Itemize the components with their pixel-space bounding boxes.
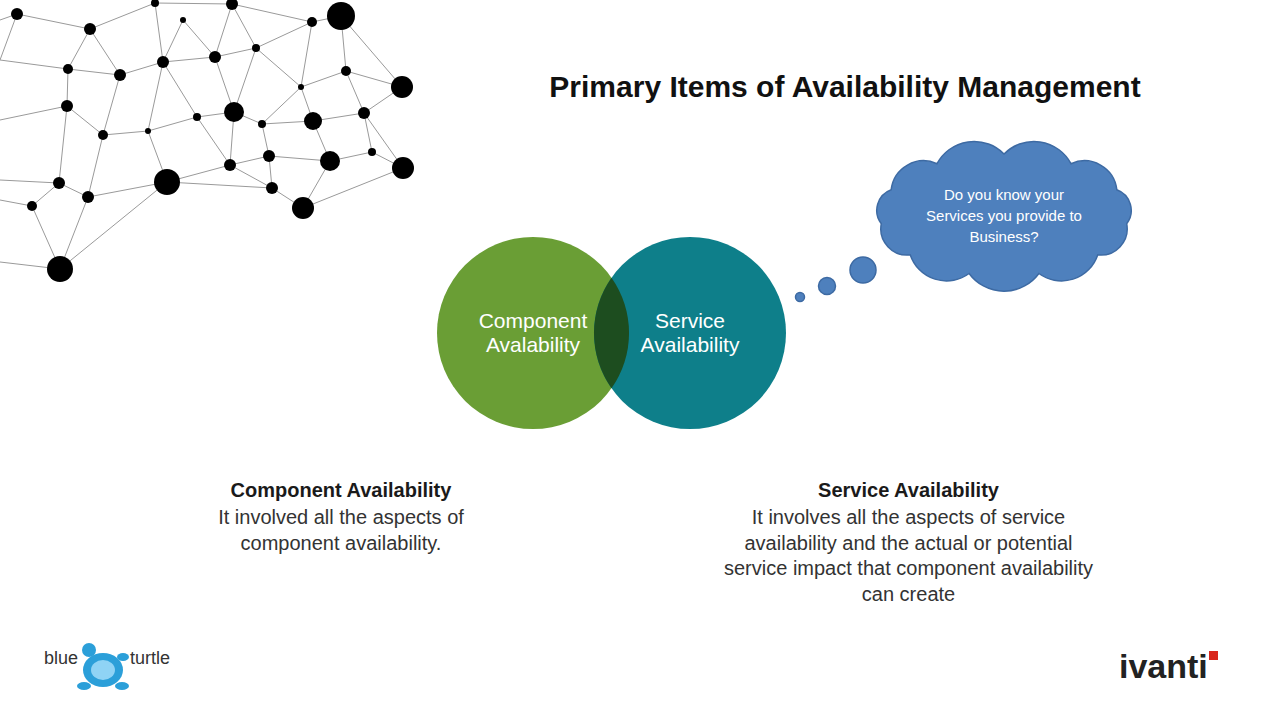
- service-circle: Service Availability: [594, 237, 786, 429]
- section-heading: Service Availability: [716, 479, 1101, 502]
- circle-outline: [437, 237, 629, 429]
- cloud-outline: [877, 141, 1131, 291]
- section-body: It involves all the aspects of service a…: [716, 505, 1101, 607]
- node-text: Service Availability: [620, 309, 760, 357]
- thought-cloud: Do you know your Services you provide to…: [862, 138, 1146, 292]
- logo-text: ivanti: [1119, 647, 1208, 686]
- diagram-title: Primary Items of Availability Management: [445, 70, 1245, 104]
- node-text-group: Component Avalability: [463, 309, 603, 357]
- section-heading: Component Availability: [186, 479, 496, 502]
- thought-trail: [796, 257, 877, 302]
- network-dots: [11, 0, 414, 282]
- ivanti-mark: [1209, 651, 1218, 660]
- turtle-logo: [77, 643, 129, 690]
- node-text-group: Do you know your Services you provide to…: [914, 184, 1094, 247]
- network-lines: [0, 3, 403, 269]
- logo-text: turtle: [130, 648, 170, 669]
- node-text: Do you know your Services you provide to…: [914, 184, 1094, 247]
- component-circle: Component Avalability: [437, 237, 629, 429]
- node-text: Component Avalability: [463, 309, 603, 357]
- node-text-group: Service Availability: [620, 309, 760, 357]
- logo-text: blue: [44, 648, 78, 669]
- circle-outline: [594, 237, 786, 429]
- section-body: It involved all the aspects of component…: [186, 505, 496, 556]
